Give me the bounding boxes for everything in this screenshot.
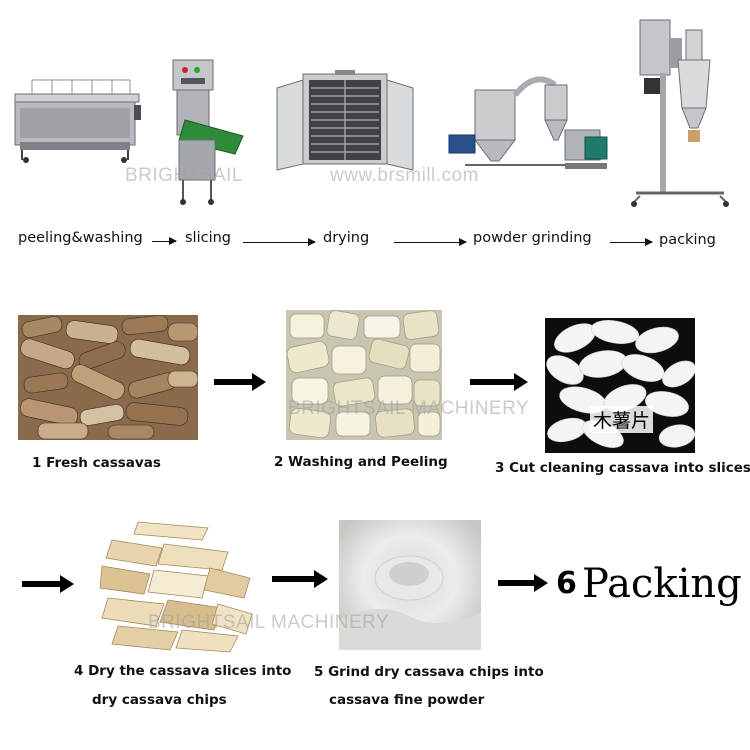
stage-label-slicing: slicing [185,230,232,246]
washing-peeling-machine-icon [12,70,142,165]
brand-watermark: BRIGHTSAIL MACHINERY [148,612,390,633]
step-arrow [470,373,528,391]
cassava-powder-photo [339,520,481,650]
peeled-cassava-pieces-photo [286,310,442,440]
powder-packing-machine-icon [630,18,730,208]
step-2-label: 2 Washing and Peeling [274,454,448,470]
website-watermark: www.brsmill.com [330,165,479,186]
powder-grinding-mill-icon [445,65,615,185]
step-5-label-line2: cassava fine powder [329,692,485,708]
step-1-label: 1 Fresh cassavas [32,455,161,471]
flow-arrow [152,237,177,245]
stage-label-packing: packing [659,232,716,248]
slicing-machine-icon [165,58,250,208]
step-6-number: 6 [556,566,577,601]
fresh-cassavas-photo [18,315,198,440]
photo-caption-cassava-chips: 木薯片 [590,406,654,433]
step-3-label: 3 Cut cleaning cassava into slices [495,460,750,476]
step-arrow [214,373,266,391]
dry-cassava-chips-photo [98,518,254,654]
step-5-label-line1: 5 Grind dry cassava chips into [314,664,544,680]
step-arrow [272,570,328,588]
flow-arrow [610,238,653,246]
step-arrow [498,574,548,592]
step-arrow [22,575,74,593]
step-4-label-line1: 4 Dry the cassava slices into [74,663,292,679]
step-6-packing: 6 Packing [556,560,742,608]
flow-arrow [394,238,467,246]
step-6-label: Packing [581,561,742,607]
stage-label-drying: drying [323,230,370,246]
stage-label-powder-grinding: powder grinding [473,230,592,246]
brand-watermark: BRIGHTSAIL MACHINERY [288,398,530,419]
flow-arrow [243,238,316,246]
step-4-label-line2: dry cassava chips [92,692,227,708]
drying-oven-icon [275,70,415,175]
brand-watermark: BRIGHTSAIL [125,165,243,186]
stage-label-peeling-washing: peeling&washing [18,230,143,246]
